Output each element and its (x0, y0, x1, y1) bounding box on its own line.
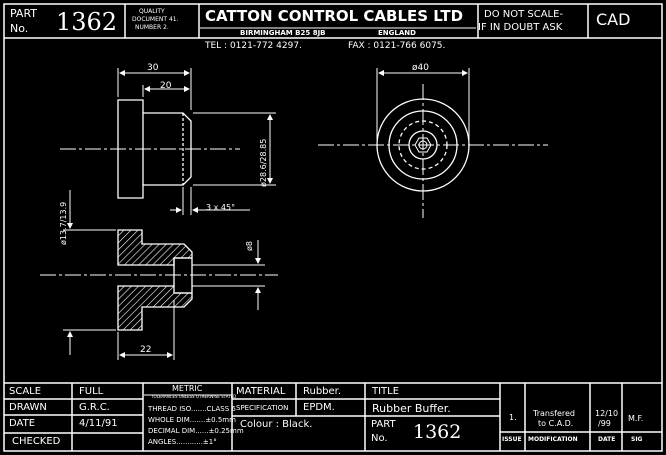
tb-part-label-2: No. (371, 433, 388, 444)
tb-part-label-1: PART (371, 419, 396, 430)
dim-40: ø40 (412, 63, 429, 73)
dim-chamfer: 3 x 45° (206, 203, 236, 212)
sheet-border (3, 3, 663, 452)
section-upper-hatch (117, 229, 193, 266)
dim-13: ø13.7/13.9 (59, 201, 68, 245)
spec-value: EPDM. (303, 402, 335, 413)
issue-header: ISSUE (502, 436, 522, 443)
header-quality-1: QUALITY (139, 8, 165, 15)
drawn-label: DRAWN (9, 402, 47, 413)
header-part-label-1: PART (10, 7, 38, 20)
do-not-scale-2: IF IN DOUBT ASK (478, 22, 563, 33)
material-label: MATERIAL (236, 386, 286, 397)
date-value: 4/11/91 (79, 418, 118, 429)
header-part-number: 1362 (56, 8, 118, 36)
checked-label: CHECKED (12, 436, 61, 447)
dim-22: 22 (140, 345, 152, 355)
tolerance-thread: THREAD ISO.......CLASS 6 (148, 405, 236, 413)
colour-value: Colour : Black. (240, 419, 313, 430)
tolerance-decimal: DECIMAL DIM......±0.25mm (148, 427, 244, 435)
rev-sig: M.F. (628, 414, 644, 423)
end-view (318, 68, 548, 218)
drawn-value: G.R.C. (79, 402, 110, 413)
rev-date-2: /99 (598, 419, 611, 428)
title-value: Rubber Buffer. (372, 402, 451, 415)
header-part-label-2: No. (10, 22, 29, 35)
date-label: DATE (9, 418, 36, 429)
side-view (60, 68, 276, 215)
cad-label: CAD (596, 10, 631, 29)
rev-modification-2: to C.A.D. (538, 419, 574, 428)
company-city: BIRMINGHAM B25 8JB (240, 29, 326, 37)
tolerance-whole: WHOLE DIM.......±0.5mm (148, 416, 236, 424)
dim-28: ø28.6/28.85 (259, 138, 268, 187)
section-view (40, 190, 278, 360)
company-tel: TEL : 0121-772 4297. (205, 41, 302, 51)
metric-sub: TOLERANCES UNLESS OTHERWISE STATED (151, 394, 237, 399)
metric-label: METRIC (172, 384, 203, 393)
rev-issue: 1. (509, 413, 517, 422)
tb-part-number: 1362 (413, 421, 462, 443)
dim-20: 20 (160, 81, 172, 91)
scale-label: SCALE (9, 386, 42, 397)
date-header: DATE (598, 436, 616, 443)
side-view-outline (117, 99, 192, 199)
dim-30: 30 (147, 63, 159, 73)
rev-date-1: 12/10 (595, 409, 619, 418)
dim-8: ø8 (245, 241, 254, 251)
header-quality-2: DOCUMENT 41. (132, 16, 179, 23)
title-label: TITLE (372, 386, 400, 397)
spec-label: SPECIFICATION (236, 404, 289, 412)
do-not-scale-1: DO NOT SCALE- (484, 9, 564, 20)
modification-header: MODIFICATION (528, 436, 578, 443)
sig-header: SIG (631, 436, 643, 443)
header-quality-3: NUMBER 2. (135, 24, 169, 31)
company-fax: FAX : 0121-766 6075. (348, 41, 446, 51)
tolerance-angles: ANGLES............±1° (148, 438, 217, 446)
company-country: ENGLAND (378, 29, 416, 37)
company-name: CATTON CONTROL CABLES LTD (205, 7, 464, 25)
section-lower-hatch (117, 285, 193, 331)
header-grid (4, 4, 662, 39)
rev-modification-1: Transfered (533, 409, 575, 418)
title-block-grid (4, 382, 662, 451)
material-value: Rubber. (303, 386, 342, 397)
scale-value: FULL (79, 386, 104, 397)
